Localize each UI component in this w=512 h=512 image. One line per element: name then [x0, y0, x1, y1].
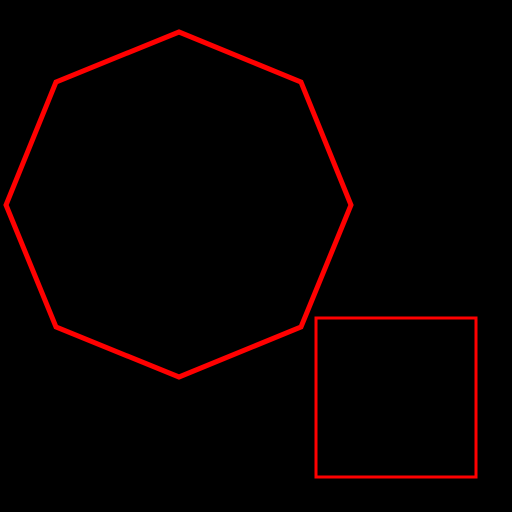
square-shape: [314, 316, 478, 479]
octagon-shape: [3, 29, 354, 380]
